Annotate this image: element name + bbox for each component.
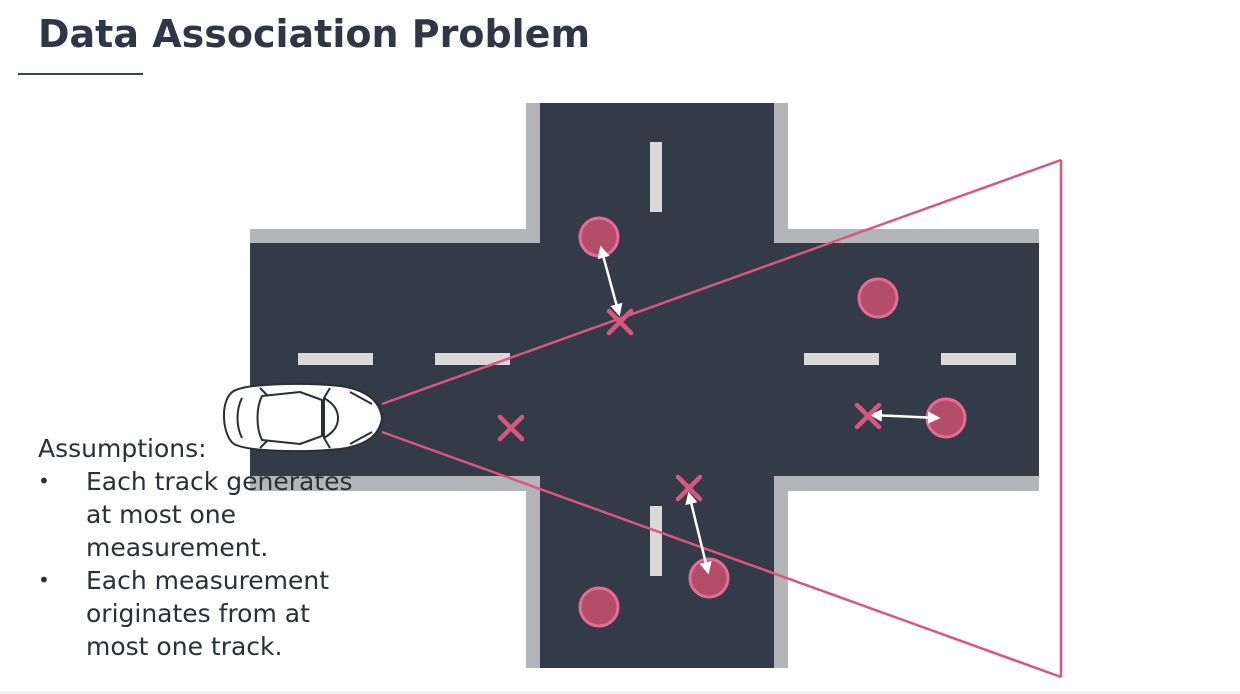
slide-title: Data Association Problem [38, 12, 591, 56]
measurement-cross-icon [675, 474, 703, 502]
double-arrow-icon [597, 245, 623, 317]
measurements [497, 308, 882, 502]
lane-dash-north [650, 142, 662, 212]
double-arrow-icon [869, 409, 941, 424]
double-arrow-icon [685, 491, 712, 575]
assumptions-box: Assumptions: • Each track generates at m… [38, 432, 358, 663]
slide-bottom-border [0, 691, 1240, 694]
list-item: • Each track generates at most one measu… [38, 465, 358, 564]
sensor-field-of-view [381, 158, 1063, 679]
lane-dash-west-2 [435, 353, 510, 365]
title-underline [18, 73, 143, 75]
lane-dash-east-1 [804, 353, 879, 365]
road [250, 103, 1039, 668]
track-circle-icon [688, 557, 730, 599]
lane-markings [298, 142, 1016, 576]
lane-dash-west-1 [298, 353, 373, 365]
assumption-text: Each measurement originates from at most… [86, 566, 330, 661]
track-circle-icon [857, 277, 899, 319]
assumptions-heading: Assumptions: [38, 434, 207, 463]
assumption-text: Each track generates at most one measure… [86, 467, 353, 562]
assumptions-list: • Each track generates at most one measu… [38, 465, 358, 663]
measurement-cross-icon [606, 308, 634, 336]
measurement-cross-icon [497, 414, 525, 442]
bullet-icon: • [38, 568, 50, 592]
measurement-cross-icon [854, 402, 882, 430]
fov-lower-edge [381, 430, 1062, 679]
list-item: • Each measurement originates from at mo… [38, 564, 358, 663]
track-circle-icon [578, 216, 620, 258]
car-icon [222, 382, 383, 453]
associations [597, 245, 941, 575]
fov-upper-edge [381, 158, 1062, 406]
track-circle-icon [578, 586, 620, 628]
lane-dash-south [650, 506, 662, 576]
lane-dash-east-2 [941, 353, 1016, 365]
bullet-icon: • [38, 469, 50, 493]
